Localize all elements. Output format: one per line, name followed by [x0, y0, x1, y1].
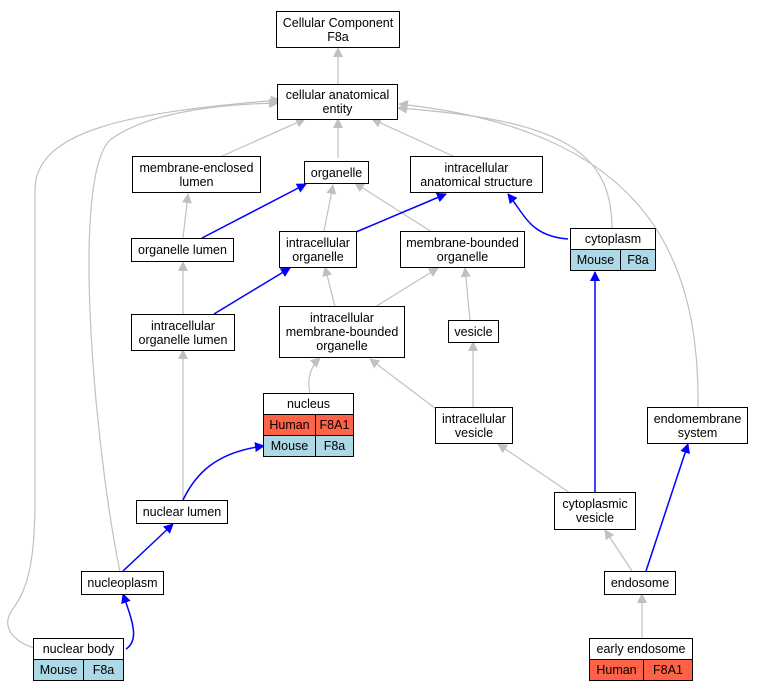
node-mbo-line1: membrane-bounded	[406, 235, 519, 250]
species-cell: Mouse	[571, 250, 621, 270]
node-vesicle[interactable]: vesicle	[448, 320, 499, 343]
edge-iv-imbo	[369, 358, 441, 413]
node-intracellular-anatomical-structure[interactable]: intracellular anatomical structure	[410, 156, 543, 193]
node-iol-line1: intracellular	[151, 318, 215, 333]
edge-nucleus-imbo	[308, 357, 321, 394]
node-imbo-line1: intracellular	[310, 311, 374, 325]
species-cell: Human	[590, 660, 644, 680]
edge-orglumen-partof-organelle	[201, 183, 307, 239]
node-cae-line2: entity	[322, 102, 353, 116]
node-nuclear-body-row-mouse: Mouse F8a	[34, 660, 123, 680]
node-imbo-line3: organelle	[316, 339, 368, 353]
node-cae-line1: cellular anatomical	[285, 88, 390, 102]
node-cytoplasmic-vesicle[interactable]: cytoplasmic vesicle	[554, 492, 636, 530]
node-early-endosome[interactable]: early endosome Human F8A1	[589, 638, 693, 681]
node-endosome-label: endosome	[610, 576, 670, 590]
edge-orglumen-mel	[182, 193, 192, 239]
node-early-endosome-row-human: Human F8A1	[590, 660, 692, 680]
node-vesicle-label: vesicle	[454, 324, 493, 339]
node-intracellular-vesicle[interactable]: intracellular vesicle	[435, 407, 513, 444]
edge-imbo-intraorg	[322, 266, 336, 308]
node-ias-line2: anatomical structure	[420, 174, 533, 189]
node-ias-line1: intracellular	[444, 160, 509, 175]
node-intra-org-line1: intracellular	[286, 235, 350, 250]
node-nucleus[interactable]: nucleus Human F8A1 Mouse F8a	[263, 393, 354, 457]
node-organelle-lumen-label: organelle lumen	[138, 243, 227, 257]
gene-cell: F8a	[323, 439, 346, 453]
edge-nuclearlumen-partof-nucleus	[182, 442, 265, 501]
node-nuclear-lumen[interactable]: nuclear lumen	[136, 500, 228, 524]
node-cellular-component[interactable]: Cellular Component F8a	[276, 11, 400, 48]
node-mel-line1: membrane-enclosed	[139, 160, 254, 175]
node-membrane-bounded-organelle[interactable]: membrane-bounded organelle	[400, 231, 525, 268]
species-cell: Mouse	[264, 436, 316, 456]
node-intra-org-line2: organelle	[292, 249, 344, 264]
node-organelle-lumen[interactable]: organelle lumen	[131, 238, 234, 262]
edge-ias-cae	[371, 118, 456, 158]
edge-endosome-cv	[604, 529, 633, 572]
node-nucleus-row-human: Human F8A1	[264, 415, 353, 435]
species-cell: Mouse	[34, 660, 84, 680]
node-cytoplasm-header: cytoplasm	[571, 229, 655, 250]
node-iol-line2: organelle lumen	[138, 332, 228, 347]
node-iv-line2: vesicle	[454, 425, 494, 440]
node-organelle[interactable]: organelle	[304, 161, 369, 184]
node-nuclear-lumen-label: nuclear lumen	[142, 505, 222, 519]
node-cellular-anatomical-entity[interactable]: cellular anatomical entity	[277, 84, 398, 120]
node-nucleoplasm-label: nucleoplasm	[87, 576, 158, 590]
node-nucleus-header: nucleus	[264, 394, 353, 415]
node-ems-line1: endomembrane	[653, 411, 742, 426]
edge-mbo-organelle	[354, 182, 436, 235]
node-early-endosome-header: early endosome	[590, 639, 692, 660]
node-nucleus-row-mouse: Mouse F8a	[264, 435, 353, 456]
node-cytoplasm-row-mouse: Mouse F8a	[571, 250, 655, 270]
gene-cell: F8a	[92, 663, 115, 677]
gene-cell: F8A1	[319, 418, 350, 432]
node-nuclear-body-header: nuclear body	[34, 639, 123, 660]
node-intracellular-organelle-lumen[interactable]: intracellular organelle lumen	[131, 314, 235, 351]
edge-vesicle-mbo	[460, 267, 471, 321]
edge-nuclearbody-partof-nucleoplasm	[121, 593, 135, 650]
edge-mel-cae	[219, 118, 306, 158]
gene-cell: F8A1	[653, 663, 683, 677]
node-mel-line2: lumen	[179, 174, 214, 189]
edge-nuclearbody-cae	[7, 95, 281, 649]
node-cv-line1: cytoplasmic	[562, 497, 628, 511]
node-imbo-line2: membrane-bounded	[285, 325, 399, 339]
node-cellular-component-line1: Cellular Component	[282, 15, 394, 30]
species-cell: Human	[264, 415, 316, 435]
edge-cytoplasm-partof-ias	[507, 193, 569, 240]
edge-imbo-mbo	[374, 267, 439, 308]
node-cytoplasm[interactable]: cytoplasm Mouse F8a	[570, 228, 656, 271]
edge-cytoplasm-cae	[397, 103, 613, 230]
gene-cell: F8a	[627, 253, 649, 267]
node-intracellular-membrane-bounded-organelle[interactable]: intracellular membrane-bounded organelle	[279, 306, 405, 358]
node-intracellular-organelle[interactable]: intracellular organelle	[279, 231, 357, 268]
node-nuclear-body[interactable]: nuclear body Mouse F8a	[33, 638, 124, 681]
edge-intraorg-partof-ias	[355, 192, 447, 233]
node-organelle-label: organelle	[310, 165, 363, 180]
node-nucleoplasm[interactable]: nucleoplasm	[81, 571, 164, 595]
edge-ems-cae	[398, 99, 699, 409]
node-endomembrane-system[interactable]: endomembrane system	[647, 407, 748, 444]
node-endosome[interactable]: endosome	[604, 571, 676, 595]
edge-cv-iv	[497, 443, 571, 494]
edge-nucleoplasm-partof-nuclearlumen	[122, 523, 174, 572]
node-cellular-component-line2: F8a	[327, 29, 349, 44]
edge-nucleoplasm-cae	[88, 98, 279, 573]
node-membrane-enclosed-lumen[interactable]: membrane-enclosed lumen	[132, 156, 261, 193]
node-mbo-line2: organelle	[436, 249, 489, 264]
edge-iol-partof-intraorg	[213, 267, 291, 315]
node-cv-line2: vesicle	[575, 511, 615, 525]
node-ems-line2: system	[677, 425, 718, 440]
edge-endosome-partof-ems	[645, 443, 690, 572]
node-iv-line1: intracellular	[442, 411, 506, 426]
edge-intraorg-organelle	[323, 184, 337, 232]
